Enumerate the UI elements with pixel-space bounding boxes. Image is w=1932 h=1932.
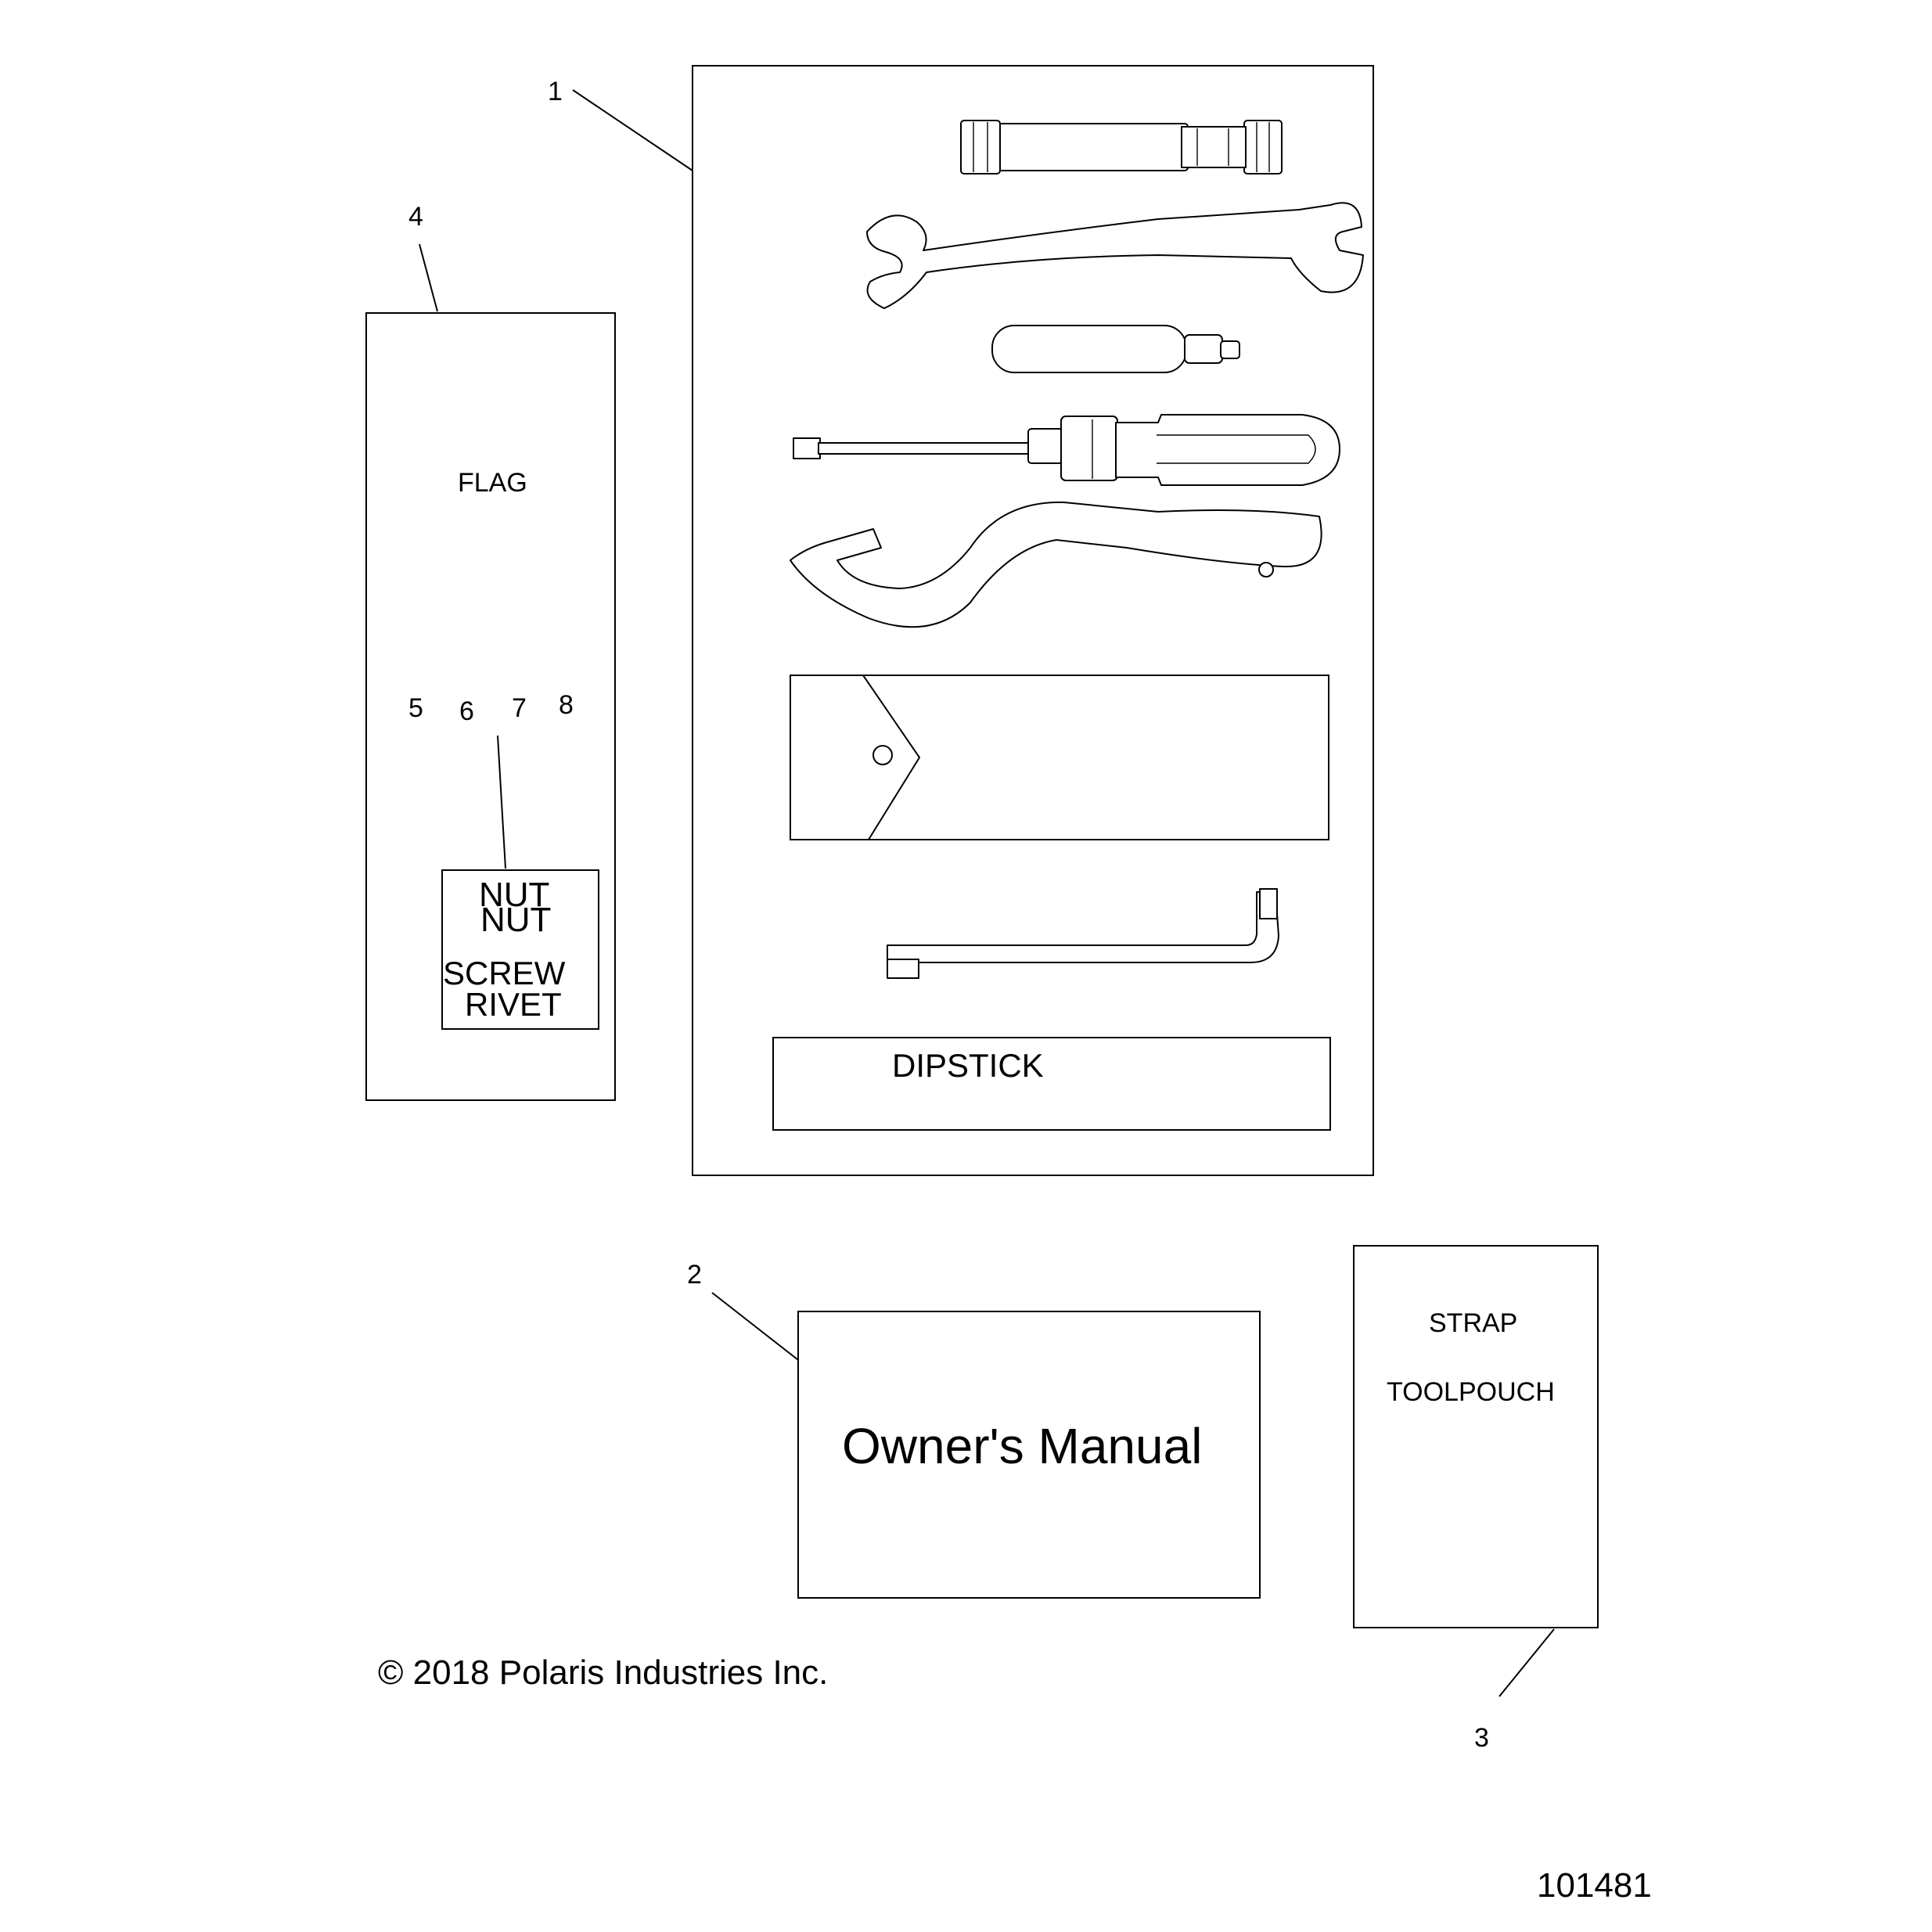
toolpouch-box bbox=[1353, 1245, 1599, 1628]
hardware-label-nut-1: NUT bbox=[479, 876, 549, 914]
callout-7: 7 bbox=[512, 693, 527, 723]
dipstick-label: DIPSTICK bbox=[892, 1047, 1044, 1084]
owners-manual-label: Owner's Manual bbox=[842, 1418, 1202, 1474]
callout-4: 4 bbox=[408, 202, 423, 232]
hardware-label-rivet: RIVET bbox=[465, 986, 562, 1023]
leader-line-4 bbox=[419, 243, 438, 312]
strap-label: STRAP bbox=[1429, 1308, 1517, 1338]
dipstick-box bbox=[772, 1037, 1331, 1131]
leader-line-1 bbox=[572, 89, 693, 171]
driver-handle-icon bbox=[991, 325, 1240, 373]
leader-line-2 bbox=[711, 1292, 799, 1361]
tool-envelope-icon bbox=[790, 675, 1329, 840]
hardware-box bbox=[441, 869, 599, 1030]
callout-1: 1 bbox=[548, 77, 563, 106]
socket-extension-icon bbox=[960, 120, 1283, 174]
copyright-text: © 2018 Polaris Industries Inc. bbox=[378, 1653, 828, 1692]
leader-line-6 bbox=[497, 735, 506, 869]
flag-label: FLAG bbox=[458, 468, 527, 498]
callout-6: 6 bbox=[459, 696, 474, 726]
callout-2: 2 bbox=[687, 1260, 702, 1290]
flag-panel bbox=[365, 312, 616, 1101]
callout-8: 8 bbox=[559, 690, 574, 720]
screwdriver-icon bbox=[793, 414, 1340, 486]
callout-3: 3 bbox=[1474, 1723, 1489, 1753]
figure-number: 101481 bbox=[1537, 1866, 1652, 1905]
wrench-icon bbox=[866, 202, 1364, 309]
owners-manual-box bbox=[797, 1311, 1261, 1599]
spanner-wrench-icon bbox=[790, 501, 1322, 628]
toolpouch-label: TOOLPOUCH bbox=[1387, 1377, 1555, 1407]
callout-5: 5 bbox=[408, 693, 423, 723]
hardware-label-screw: SCREW bbox=[443, 955, 566, 991]
tool-kit-board bbox=[692, 65, 1374, 1176]
leader-line-3 bbox=[1498, 1628, 1555, 1697]
hex-key-icon bbox=[887, 888, 1279, 979]
hardware-label-nut-2: NUT bbox=[480, 901, 551, 939]
